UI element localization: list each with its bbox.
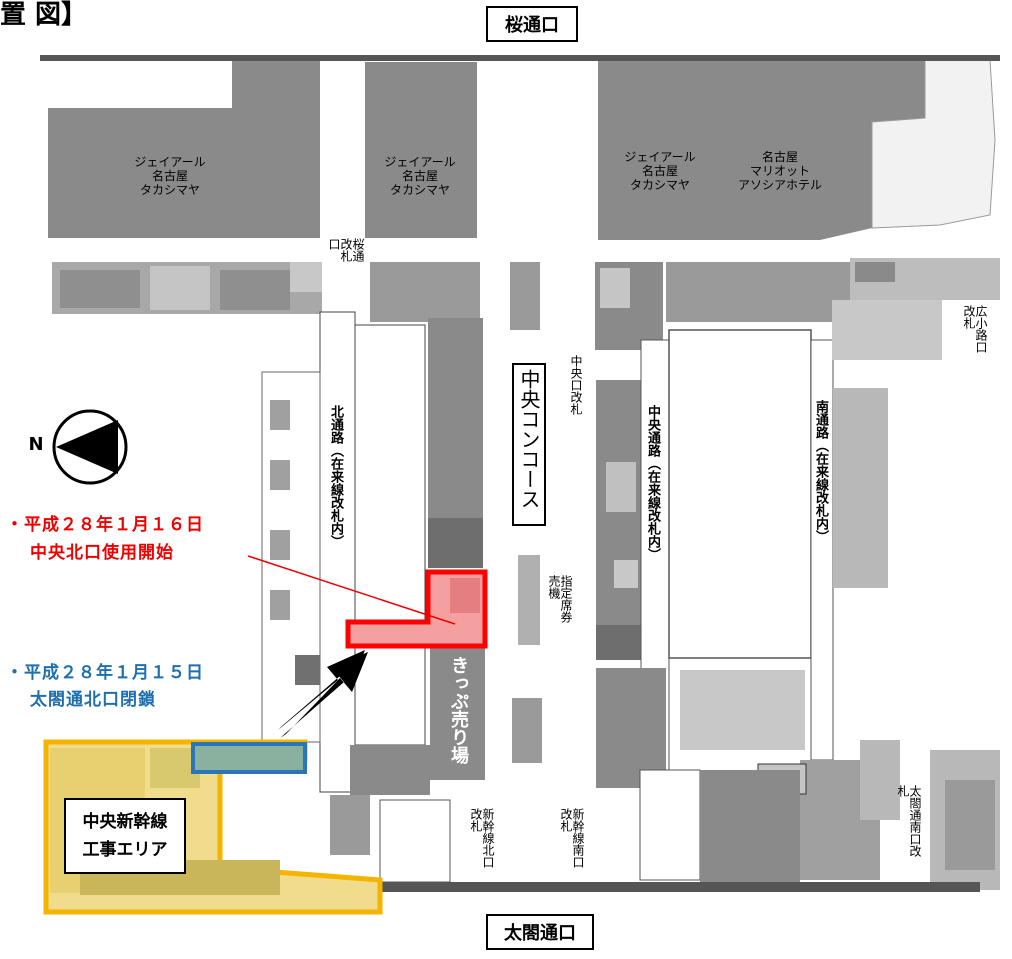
north-passage-label: 北通路（在来線改札内） bbox=[328, 405, 343, 548]
notice-closure-date: ・平成２８年１月１５日 bbox=[6, 663, 204, 683]
taiko-south-gate-label: 太閤通南口改札 bbox=[896, 785, 922, 857]
header-fragment: 置 図】 bbox=[0, 0, 88, 30]
construction-area-label: 中央新幹線 工事エリア bbox=[64, 798, 186, 874]
construction-line-1: 中央新幹線 bbox=[82, 812, 168, 832]
ticket-office-label: きっぷ売り場 bbox=[448, 656, 469, 764]
central-concourse-text: 中央コンコース bbox=[517, 369, 541, 509]
north-indicator: N bbox=[28, 434, 44, 455]
building-label-takashimaya-1: ジェイアール 名古屋 タカシマヤ bbox=[134, 155, 206, 197]
takashimaya-building-west bbox=[48, 55, 320, 238]
building-label-marriott: 名古屋 マリオット アソシアホテル bbox=[737, 150, 822, 192]
east-upper-structure bbox=[871, 59, 996, 229]
sakura-gate-label: 桜通改札口 bbox=[327, 238, 365, 262]
sakura-exit-label: 桜通口 bbox=[486, 6, 578, 42]
notice-new-entrance-date: ・平成２８年１月１６日 bbox=[6, 515, 204, 535]
shinkansen-south-gate-label: 新幹線南口改札 bbox=[559, 808, 585, 868]
building-label-takashimaya-3: ジェイアール 名古屋 タカシマヤ bbox=[624, 150, 696, 192]
chuo-gate-label: 中央口改札 bbox=[569, 355, 583, 415]
construction-line-2: 工事エリア bbox=[82, 840, 168, 860]
hirokoji-gate-label: 広小路口改札 bbox=[962, 305, 988, 353]
shinkansen-north-gate-label: 新幹線北口改札 bbox=[469, 808, 495, 868]
central-concourse-label: 中央コンコース bbox=[512, 363, 546, 526]
building-label-takashimaya-2: ジェイアール 名古屋 タカシマヤ bbox=[384, 155, 456, 197]
central-passage-label: 中央通路（在来線改札内） bbox=[645, 405, 660, 561]
takashimaya-marriott-building bbox=[598, 58, 925, 240]
south-passage-label: 南通路（在来線改札内） bbox=[813, 400, 828, 543]
taiko-exit-label: 太閤通口 bbox=[486, 914, 594, 950]
ticket-office-block bbox=[430, 648, 485, 780]
taiko-north-closed-area bbox=[191, 742, 307, 774]
reserved-ticket-machine-label: 指定席券売機 bbox=[547, 575, 573, 623]
notice-new-entrance-text: 中央北口使用開始 bbox=[30, 543, 174, 563]
notice-closure-text: 太閤通北口閉鎖 bbox=[30, 690, 156, 710]
takashimaya-building-center bbox=[365, 62, 477, 238]
